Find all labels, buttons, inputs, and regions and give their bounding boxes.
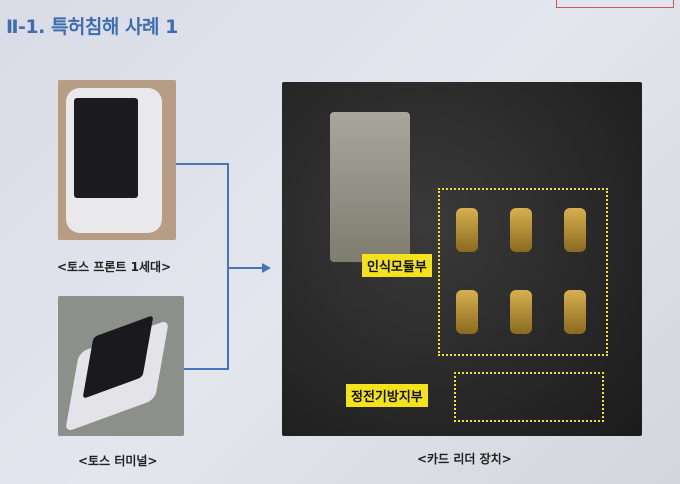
page-title: Ⅱ-1. 특허침해 사례 1 [6,16,178,38]
stamp-box [556,0,674,8]
connector-line [176,163,228,165]
toss-terminal-caption: <토스 터미널> [78,454,158,468]
card-reader-caption: <카드 리더 장치> [417,452,512,466]
toss-front-caption: <토스 프론트 1세대> [57,260,172,274]
toss-terminal-photo [58,296,184,436]
static-prevention-box [454,372,604,422]
toss-front-photo [58,80,176,240]
card-reader-photo: 인식모듈부 정전기방지부 [282,82,642,436]
recognition-module-box [438,188,608,356]
static-prevention-label: 정전기방지부 [346,384,428,407]
recognition-module-label: 인식모듈부 [362,254,432,277]
connector-line [184,368,228,370]
connector-line [228,267,264,269]
connector-line [227,163,229,370]
arrow-icon [262,263,271,273]
